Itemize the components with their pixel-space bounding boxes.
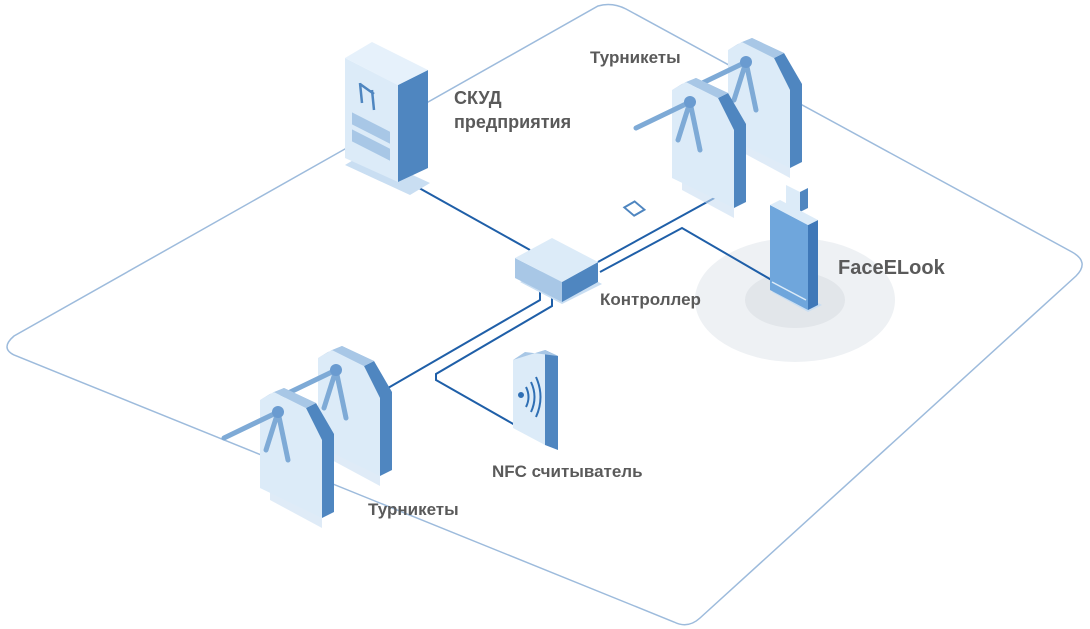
- nfc-wave-icon: [518, 376, 542, 418]
- chip-icon: [622, 200, 647, 217]
- turnstile-top-front: [636, 78, 746, 218]
- wire-controller-faceelook: [599, 226, 776, 283]
- label-nfc-reader: NFC считыватель: [492, 462, 643, 481]
- label-skud-line1: СКУД: [454, 88, 502, 108]
- wire-skud-controller: [411, 178, 531, 251]
- turnstile-logo-icon: [358, 82, 376, 111]
- wire-controller-turnstiles-bottom: [387, 292, 541, 389]
- floor-outline: [6, 3, 1083, 626]
- label-skud-line2: предприятия: [454, 112, 572, 132]
- label-controller: Контроллер: [600, 290, 701, 309]
- label-faceelook: FaceELook: [838, 257, 945, 279]
- turnstile-bottom-front: [224, 388, 334, 528]
- skud-server: [345, 42, 430, 195]
- nfc-reader: [513, 350, 558, 450]
- label-turnstiles-top: Турникеты: [590, 48, 681, 67]
- label-turnstiles-bottom: Турникеты: [368, 500, 459, 519]
- controller-device: [515, 200, 647, 304]
- wire-controller-turnstiles-top: [597, 190, 719, 263]
- faceelook-terminal: [770, 185, 822, 312]
- wire-controller-nfc: [435, 298, 553, 426]
